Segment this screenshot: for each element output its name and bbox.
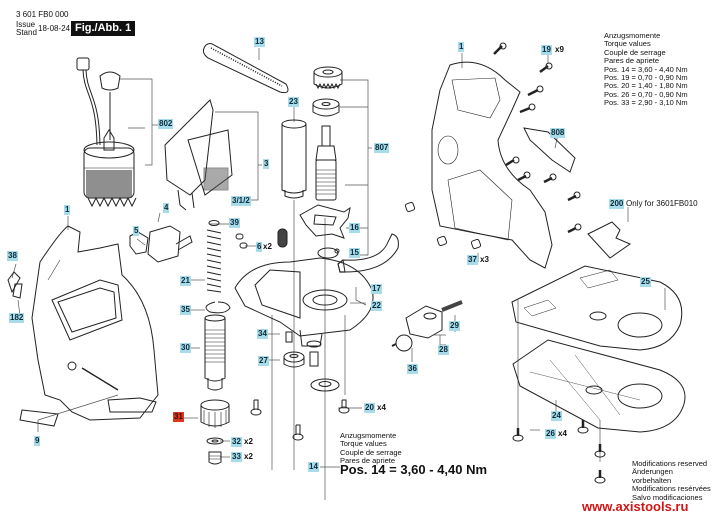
callout-9: 9	[34, 436, 41, 446]
screws-26-drawing	[513, 420, 605, 483]
callout-21: 21	[180, 276, 191, 286]
qty-32: x2	[244, 437, 253, 446]
callout-28: 28	[438, 345, 449, 355]
qty-19: x9	[555, 45, 564, 54]
callout-37: 37	[467, 255, 478, 265]
torque-line: Anzugsmomente	[604, 31, 661, 40]
qty-26: x4	[558, 429, 567, 438]
callout-5: 5	[133, 226, 140, 236]
screws-19-drawing	[494, 43, 581, 232]
torque-note-line: Couple de serrage	[340, 447, 402, 457]
callout-33: 33	[231, 452, 242, 462]
callout-15: 15	[349, 248, 360, 258]
modifications-line: Salvo modificaciones	[632, 492, 703, 502]
callout-3-1-2: 3/1/2	[231, 196, 251, 206]
callout-31-highlighted: 31	[173, 412, 184, 422]
toothed-belt-drawing	[203, 44, 288, 93]
threaded-spindle-drawing	[201, 315, 229, 464]
labels-and-switch-drawing	[8, 226, 192, 426]
clamp-drawing	[392, 302, 462, 351]
guide-sleeve-drawing	[282, 120, 306, 198]
torque-note-main: Pos. 14 = 3,60 - 4,40 Nm	[340, 462, 488, 477]
callout-4: 4	[163, 203, 170, 213]
qty-20: x4	[377, 403, 386, 412]
base-pad-drawing	[513, 340, 685, 432]
qty-37: x3	[480, 255, 489, 264]
gear-housing-drawing	[235, 258, 373, 346]
torque-line: Pos. 19 = 0,70 - 0,90 Nm	[604, 73, 688, 83]
callout-35: 35	[180, 305, 191, 315]
callout-36: 36	[407, 364, 418, 374]
figure-label: Fig./Abb. 1	[71, 21, 136, 36]
callout-23: 23	[288, 97, 299, 107]
torque-line: Pares de apriete	[604, 56, 660, 66]
torque-line: Pos. 33 = 2,90 - 3,10 Nm	[604, 98, 688, 108]
callout-1-left: 1	[64, 205, 71, 215]
torque-note-line: Torque values	[340, 439, 387, 449]
callout-22: 22	[371, 301, 382, 311]
spindle-assembly-drawing	[313, 67, 342, 200]
modifications-line: Modifications resérvées	[632, 484, 711, 494]
torque-line: Torque values	[604, 39, 651, 49]
right-housing-shell-drawing	[405, 62, 552, 268]
torque-line: Pos. 26 = 0,70 - 0,90 Nm	[604, 89, 688, 99]
callout-24: 24	[551, 411, 562, 421]
callout-808: 808	[550, 128, 566, 138]
variant-note: Only for 3601FB010	[626, 199, 698, 208]
leader-lines	[12, 48, 665, 500]
screws-centre-drawing	[251, 332, 349, 440]
issue-date: 18-08-24	[38, 24, 71, 33]
qty-6: x2	[263, 242, 272, 251]
callout-807: 807	[374, 143, 390, 153]
watermark-url: www.axistools.ru	[582, 499, 689, 514]
callout-16: 16	[349, 223, 360, 233]
spring-and-pins-drawing	[206, 221, 287, 313]
modifications-line: Modifications reserved	[632, 459, 708, 468]
callout-38: 38	[7, 251, 18, 261]
issue-label-en: Issue	[16, 20, 36, 29]
modifications-note: Modifications reserved Änderungen vorbeh…	[632, 459, 712, 502]
callout-30: 30	[180, 343, 191, 353]
callout-34: 34	[257, 329, 268, 339]
torque-note-line: Anzugsmomente	[340, 431, 397, 440]
issue-label-de: Stand	[16, 28, 37, 37]
base-plate-drawing	[512, 266, 682, 350]
callout-802: 802	[158, 119, 174, 129]
torque-table: Anzugsmomente Torque values Couple de se…	[604, 31, 688, 108]
electronics-module-drawing	[165, 100, 232, 210]
callout-27: 27	[258, 356, 269, 366]
torque-note-line: Pares de apriete	[340, 456, 396, 466]
callout-6: 6	[256, 242, 263, 252]
callout-17: 17	[371, 284, 382, 294]
torque-note: Anzugsmomente Torque values Couple de se…	[340, 431, 402, 466]
part-number: 3 601 FB0 000	[16, 10, 69, 19]
qty-33: x2	[244, 452, 253, 461]
callout-200: 200	[609, 199, 625, 209]
callout-1-right: 1	[458, 42, 465, 52]
modifications-line: Änderungen vorbehalten	[632, 467, 673, 485]
callout-14: 14	[308, 462, 319, 472]
gaskets-drawing	[524, 128, 630, 258]
left-housing-shell-drawing	[32, 226, 158, 420]
callout-32: 32	[231, 437, 242, 447]
callout-182: 182	[9, 313, 25, 323]
callout-19: 19	[541, 45, 552, 55]
callout-13: 13	[254, 37, 265, 47]
torque-line: Couple de serrage	[604, 47, 666, 57]
torque-line: Pos. 20 = 1,40 - 1,80 Nm	[604, 81, 688, 91]
callout-26: 26	[545, 429, 556, 439]
callout-25: 25	[640, 277, 651, 287]
callout-29: 29	[449, 321, 460, 331]
callout-3: 3	[263, 159, 270, 169]
callout-39: 39	[229, 218, 240, 228]
eccentric-plate-drawing	[300, 205, 350, 258]
callout-20: 20	[364, 403, 375, 413]
torque-line: Pos. 14 = 3,60 - 4,40 Nm	[604, 64, 688, 74]
motor-armature-drawing	[77, 58, 136, 206]
